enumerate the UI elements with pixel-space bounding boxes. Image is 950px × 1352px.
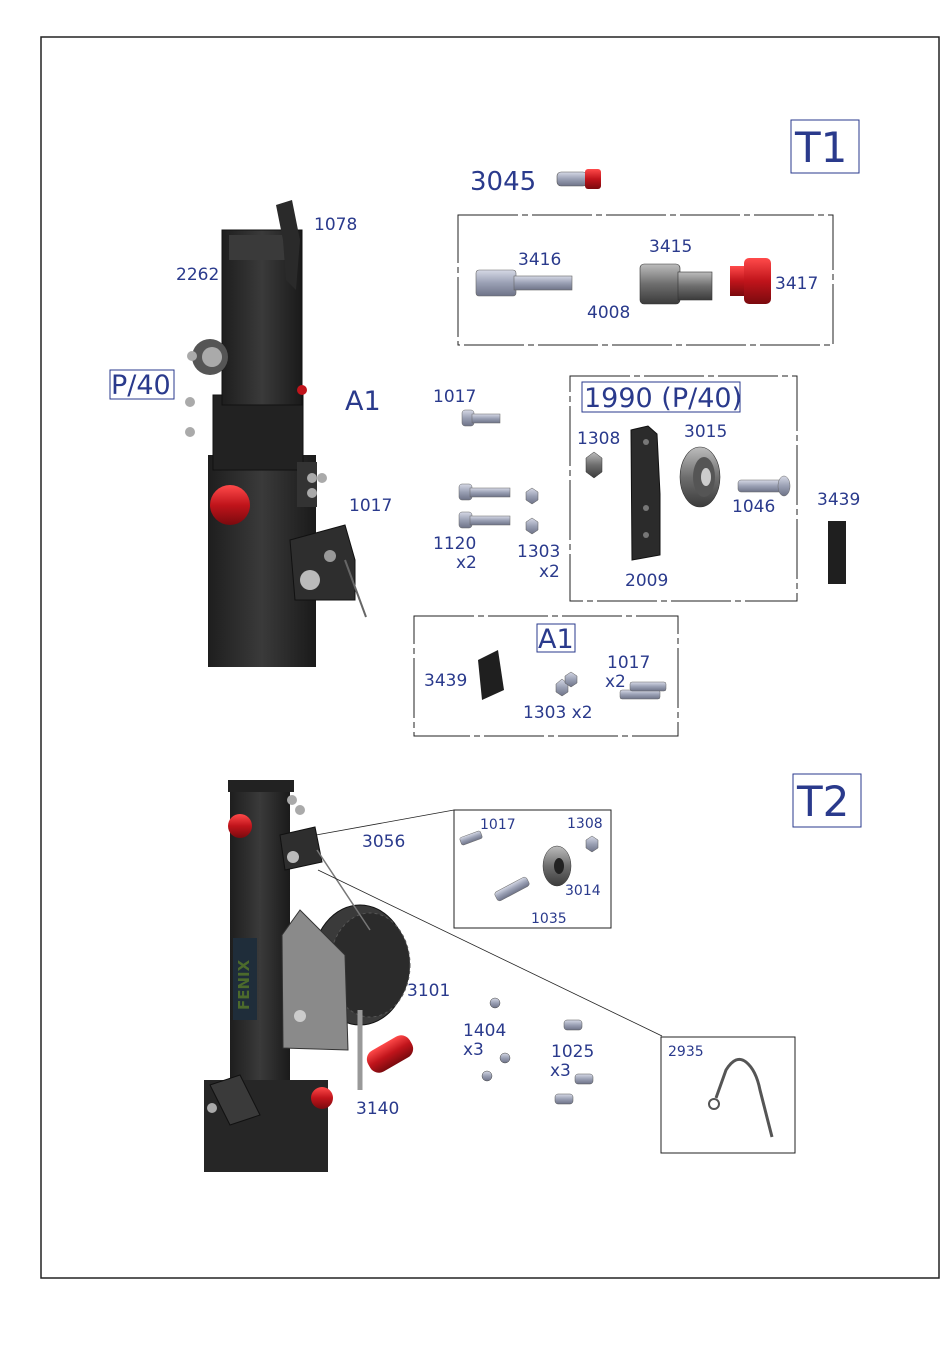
part-3014-pulley [543,846,571,886]
part-3045-pin [557,169,601,189]
label-1017-a1-qty: x2 [605,672,626,692]
part-1017-pulley-bolt [459,830,482,845]
part-3439-pad [828,521,846,584]
label-1404: 1404 [463,1021,506,1041]
label-3416: 3416 [518,250,561,270]
label-1308: 1308 [577,429,620,449]
label-1120: 1120 [433,534,476,554]
label-3101: 3101 [407,981,450,1001]
t1-title: T1 [794,123,847,172]
label-1308-pulley: 1308 [567,816,603,832]
label-1017-a1: 1017 [607,653,650,673]
part-3416-shaft [476,270,572,296]
part-3415-sleeve [640,264,712,304]
part-2935-hook [716,1059,772,1137]
label-2935: 2935 [668,1044,704,1060]
t2-title: T2 [796,777,849,826]
label-1078: 1078 [314,215,357,235]
label-3439: 3439 [817,490,860,510]
label-1017-loose: 1017 [433,387,476,407]
part-1017-a1-bolts [620,682,666,699]
label-1303: 1303 [517,542,560,562]
part-1120-bolts [459,484,510,528]
label-1017-tower: 1017 [349,496,392,516]
part-2009-bracket [631,426,660,560]
label-1303-a1: 1303 x2 [523,703,593,723]
label-p40: P/40 [111,370,171,401]
label-3140: 3140 [356,1099,399,1119]
handle-3140 [363,1032,417,1077]
label-1017-pulley: 1017 [480,817,516,833]
label-2262: 2262 [176,265,219,285]
part-1308-nut [586,452,602,478]
part-2935-clip [709,1099,719,1109]
part-1308-pulley-nut [586,836,598,852]
part-1017-bolt [462,410,500,426]
label-3014: 3014 [565,883,601,899]
label-1025-qty: x3 [550,1061,571,1081]
label-3015: 3015 [684,422,727,442]
label-a1-tower: A1 [345,386,381,417]
part-1303-nuts [526,488,538,534]
label-1120-qty: x2 [456,553,477,573]
part-3417-knob [730,258,771,304]
section-t1: T1 3045 3416 4008 3415 3417 [110,120,860,736]
part-3439-a1-pad [478,650,504,700]
part-1303-a1-nuts [556,672,577,696]
label-1035: 1035 [531,911,567,927]
label-4008: 4008 [587,303,630,323]
part-1046-pin [738,476,790,496]
label-1025: 1025 [551,1042,594,1062]
label-3056: 3056 [362,832,405,852]
label-2009: 2009 [625,571,668,591]
label-1303-qty: x2 [539,562,560,582]
label-3417: 3417 [775,274,818,294]
label-1404-qty: x3 [463,1040,484,1060]
label-3415: 3415 [649,237,692,257]
box-a1-title: A1 [538,624,574,655]
part-3015-pulley [680,447,720,507]
section-t2: T2 FENIX 3056 3101 3140 [204,774,861,1172]
brand-text: FENIX [235,959,253,1010]
label-3045: 3045 [470,167,536,197]
box-1990-title: 1990 (P/40) [584,383,742,414]
label-1046: 1046 [732,497,775,517]
label-3439-a1: 3439 [424,671,467,691]
part-1035-pin [494,876,530,902]
